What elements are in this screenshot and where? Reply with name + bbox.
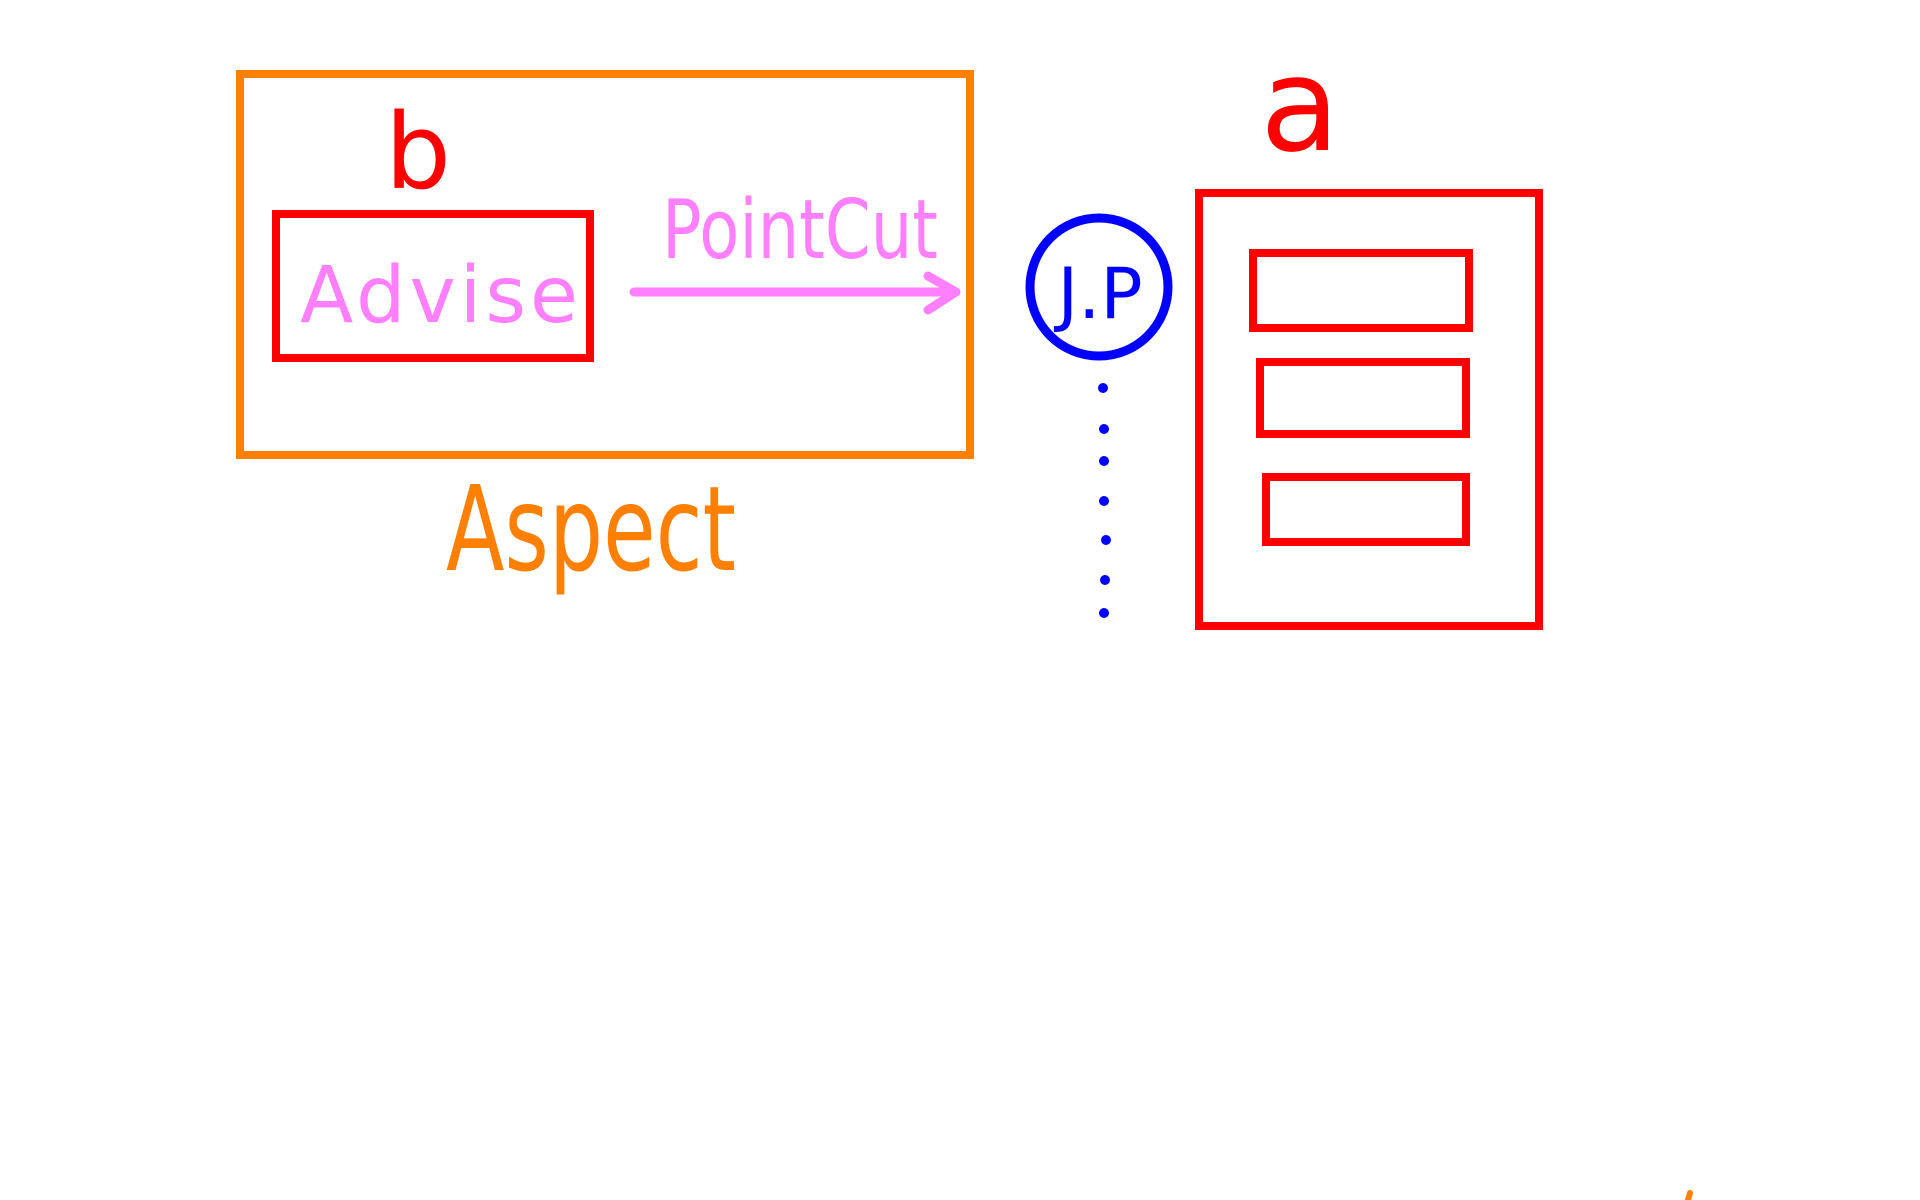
stray-mark (1685, 1190, 1693, 1200)
join-point-label: J.P (1053, 253, 1142, 335)
advice-letter: b (385, 91, 451, 213)
pointcut-label: PointCut (662, 183, 938, 278)
aspect-label: Aspect (446, 460, 736, 598)
advice-label: Advise (300, 251, 582, 341)
join-point-circle (1025, 213, 1173, 361)
target-box (1195, 189, 1543, 630)
target-inner-box (1256, 358, 1470, 438)
pointcut-arrow (629, 271, 961, 315)
target-letter: a (1260, 29, 1340, 181)
target-inner-box (1249, 249, 1473, 332)
aspect-box (236, 70, 974, 459)
target-inner-box (1262, 473, 1470, 546)
join-point-dotted-line (1098, 383, 1111, 618)
advice-box (272, 210, 594, 362)
